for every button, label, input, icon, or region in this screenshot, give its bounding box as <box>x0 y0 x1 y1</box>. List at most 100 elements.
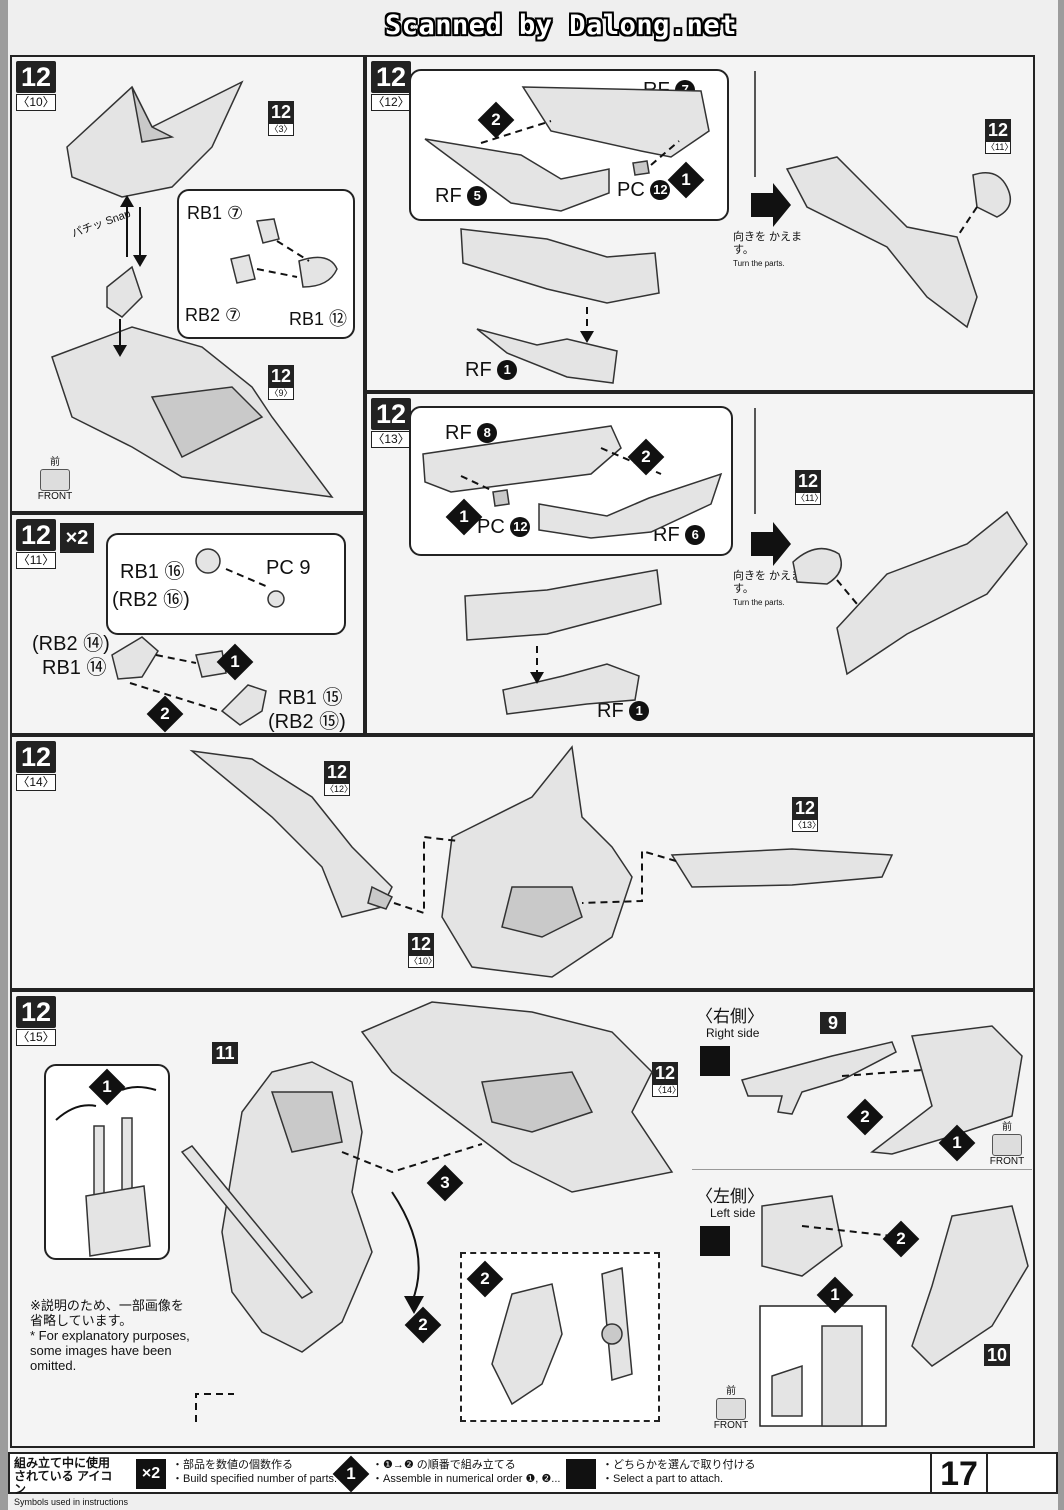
mobile-suit-drawing <box>180 1001 674 1422</box>
step-tag: 12 〈11〉 <box>16 519 56 569</box>
omit-note-en: * For explanatory purposes, some images … <box>30 1328 190 1373</box>
step-sub: 〈10〉 <box>16 94 56 111</box>
ref-12-11: 12 〈11〉 <box>795 470 824 505</box>
label-rb2-14: (RB2 ⑭) <box>32 633 110 655</box>
callout-rf-assembly-13: RF 8 PC 12 RF 6 2 1 <box>409 406 733 556</box>
step-marker-2: 2 <box>882 1220 920 1258</box>
step-tag: 12 〈14〉 <box>16 741 56 791</box>
callout-rb-assembly: RB1 ⑦ RB2 ⑦ RB1 ⑫ <box>177 189 355 339</box>
callout-detail: 2 <box>460 1252 660 1422</box>
step-marker-1: 1 <box>816 1276 854 1314</box>
legend-item-order: ・❶→❷ の順番で組み立てる ・Assemble in numerical or… <box>372 1459 561 1485</box>
label-pc12: PC 12 <box>617 179 671 202</box>
label-rf1: RF 1 <box>597 700 650 723</box>
turn-parts-note: 向きを かえます。 Turn the parts. <box>733 231 803 268</box>
label-rf8: RF 8 <box>445 422 498 445</box>
step-12-12-panel: 12 〈12〉 RF 7 RF 5 PC 12 2 1 RF 1 向きを かえま… <box>365 55 1035 392</box>
front-arrow-icon <box>40 469 70 491</box>
step-marker-1: 1 <box>938 1124 976 1162</box>
step-12-15-panel: 12 〈15〉 12 〈14〉 11 1 ※説明のため、一部画像を 省略していま… <box>10 990 1035 1448</box>
ref-12-11: 12 〈11〉 <box>985 119 1014 154</box>
page-number: 17 <box>930 1452 988 1494</box>
turned-part-drawing <box>754 71 1012 329</box>
ref-12-10: 12 〈10〉 <box>408 933 438 968</box>
ref-12-3: 12 〈3〉 <box>268 101 294 136</box>
rf-lower-drawing <box>460 228 660 384</box>
step-12-10-panel: 12 〈10〉 12 〈3〉 12 〈9〉 パチッ Snap RB1 ⑦ RB2… <box>10 55 365 513</box>
turned-part-drawing-13 <box>754 408 1028 676</box>
ref-12-13: 12 〈13〉 <box>792 797 822 832</box>
rf-parts-drawing-13 <box>422 425 723 539</box>
step-12-11-panel: 12 〈11〉 ×2 RB1 ⑯ (RB2 ⑯) PC 9 (RB2 ⑭) RB… <box>10 513 365 735</box>
left-side-jp: 〈左側〉 <box>696 1187 764 1206</box>
left-side-en: Left side <box>710 1206 756 1220</box>
label-rf5: RF 5 <box>435 185 488 208</box>
rb-joint-drawing <box>111 636 267 726</box>
label-rb1-16: RB1 ⑯ <box>120 561 185 583</box>
select-icon <box>566 1459 596 1489</box>
detail-drawing <box>491 1267 633 1406</box>
rb-parts-drawing <box>230 218 338 288</box>
shield-attach-drawing <box>759 1195 1029 1427</box>
step-12-13-panel: 12 〈13〉 RF 8 PC 12 RF 6 2 1 RF 1 向きを かえま… <box>365 392 1035 735</box>
step-tag: 12 〈10〉 <box>16 61 56 111</box>
callout-folding: 1 <box>44 1064 170 1260</box>
front-arrow-icon <box>992 1134 1022 1156</box>
right-side-jp: 〈右側〉 <box>696 1007 764 1026</box>
ref-12-14: 12 〈14〉 <box>652 1062 682 1097</box>
right-side-en: Right side <box>706 1026 760 1040</box>
turn-parts-note: 向きを かえます。 Turn the parts. <box>733 570 803 607</box>
step-tag: 12 〈15〉 <box>16 996 56 1046</box>
step-12-14-panel: 12 〈14〉 12 〈12〉 12 〈13〉 12 〈10〉 <box>10 735 1035 990</box>
label-rb1-15: RB1 ⑮ <box>278 687 343 709</box>
step-marker-3: 3 <box>426 1164 464 1202</box>
right-side-section: 〈右側〉 Right side 9 2 1 前 FRONT <box>692 996 1032 1170</box>
step-marker-2: 2 <box>404 1306 442 1344</box>
label-pc12: PC 12 <box>477 516 531 539</box>
ref-12-9: 12 〈9〉 <box>268 365 294 400</box>
order-icon: 1 <box>332 1455 370 1493</box>
callout-rf-assembly: RF 7 RF 5 PC 12 2 1 <box>409 69 729 221</box>
step-marker-2: 2 <box>146 695 184 733</box>
label-pc9: PC 9 <box>266 557 311 579</box>
ref-12-12: 12 〈12〉 <box>324 761 354 796</box>
label-rb2-15: (RB2 ⑮) <box>268 711 346 733</box>
label-rb1-14: RB1 ⑭ <box>42 657 107 679</box>
step-tag: 12 〈13〉 <box>371 398 411 448</box>
multiplier-icon: ×2 <box>136 1459 166 1489</box>
left-side-section: 〈左側〉 Left side 10 2 1 前 FRONT <box>692 1176 1032 1446</box>
rifle-attach-drawing <box>741 1025 1023 1155</box>
label-rb1-7: RB1 ⑦ <box>187 203 244 223</box>
label-rb2-7: RB2 ⑦ <box>185 305 242 325</box>
callout-pc-assembly: RB1 ⑯ (RB2 ⑯) PC 9 <box>106 533 346 635</box>
wing-attach-drawing <box>189 745 894 978</box>
step-marker-2: 2 <box>846 1098 884 1136</box>
label-rf1: RF 1 <box>465 359 518 382</box>
pc-drawing <box>195 548 285 608</box>
part-9-badge: 9 <box>820 1012 846 1034</box>
omit-note-jp: ※説明のため、一部画像を 省略しています。 <box>30 1298 184 1328</box>
legend-item-select: ・どちらかを選んで取り付ける ・Select a part to attach. <box>602 1459 756 1485</box>
select-icon <box>700 1046 730 1076</box>
wing-unit-drawing <box>51 80 334 498</box>
part-10-badge: 10 <box>984 1344 1010 1366</box>
front-indicator: 前 FRONT <box>37 457 73 502</box>
step-marker-1: 1 <box>216 643 254 681</box>
part-11-badge: 11 <box>212 1042 238 1064</box>
folding-arrows-drawing <box>55 1086 157 1257</box>
legend-item-multiplier: ・部品を数値の個数作る ・Build specified number of p… <box>172 1459 338 1485</box>
front-indicator: 前 FRONT <box>713 1386 749 1431</box>
multiplier-badge: ×2 <box>60 523 94 553</box>
front-arrow-icon <box>716 1398 746 1420</box>
legend-bar: 組み立て中に使用 されている アイコン Symbols used in inst… <box>8 1452 1058 1507</box>
rf-lower-drawing-13 <box>464 569 662 715</box>
label-rf6: RF 6 <box>653 524 706 547</box>
select-icon <box>700 1226 730 1256</box>
label-rb2-16: (RB2 ⑯) <box>112 589 190 611</box>
rf-parts-drawing <box>424 86 710 212</box>
watermark: Scanned by Dalong.net <box>385 10 737 41</box>
step-marker-2: 2 <box>466 1260 504 1298</box>
front-indicator: 前 FRONT <box>989 1122 1025 1167</box>
legend-title: 組み立て中に使用 されている アイコン Symbols used in inst… <box>14 1456 129 1508</box>
turn-arrow-icon <box>751 183 791 227</box>
